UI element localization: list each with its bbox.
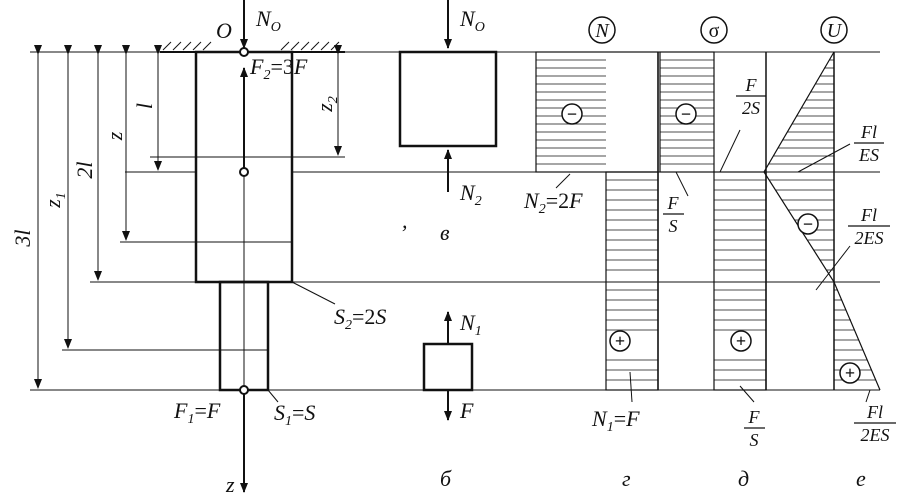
dimension-lines [34, 45, 342, 389]
diagram-sigma-label: д [738, 466, 749, 491]
area-s2-label: S2=2S [334, 304, 386, 333]
u-frac-b-den: 2ES [855, 228, 884, 248]
diagram-n-label: г [622, 466, 631, 491]
u-frac-c-num: Fl [866, 402, 883, 422]
sign-circle [561, 103, 583, 125]
cut-lower-block [422, 342, 474, 392]
leader-sigma-b [675, 171, 689, 197]
u-frac-a-den: ES [858, 145, 879, 165]
cut-lower-top-force: N1 [459, 310, 482, 339]
dim-2l-label: 2l [72, 161, 97, 178]
leader-sigma-a [719, 129, 741, 173]
origin-label: O [216, 18, 232, 43]
sigma-frac-a-num: F [745, 75, 758, 95]
cut-upper-label: в [440, 220, 450, 245]
force-f1-label: F1=F [173, 398, 221, 427]
leader-s1 [267, 389, 279, 403]
diagram-n-value-bottom: N1=F [591, 406, 640, 435]
diagram-n-sign-top: − [567, 104, 577, 124]
diagram-u-title: U [827, 20, 843, 42]
u-frac-a-num: Fl [860, 122, 877, 142]
cut-upper-block [398, 50, 498, 148]
sigma-frac-a-den: 2S [742, 98, 760, 118]
leader-u-b [815, 245, 851, 291]
force-f2-label: F2=3F [249, 54, 308, 83]
u-frac-b-num: Fl [860, 205, 877, 225]
diagram-n-value-top: N2=2F [523, 188, 583, 217]
node-f1 [239, 385, 249, 395]
leader-u-a [797, 143, 851, 173]
diagram-sigma-sign-top: − [681, 104, 691, 124]
diagram-sigma-title: σ [709, 20, 720, 42]
diagram-n-title-circle [588, 16, 616, 44]
diagram-n-body [535, 51, 659, 391]
diagram-sigma-sign-bottom: + [736, 331, 746, 351]
sign-circle [839, 362, 861, 384]
diagram-n-sign-bottom: + [615, 331, 625, 351]
leader-sigma-c [739, 385, 755, 403]
dim-z2-label: z2 [312, 96, 341, 113]
diagram-u-sign-bottom: + [845, 363, 855, 383]
sign-circle [730, 330, 752, 352]
dim-3l-label: 3l [10, 229, 35, 247]
sigma-frac-c-num: F [748, 407, 761, 427]
cut-upper-bottom-force: N2 [459, 180, 482, 209]
node-origin [239, 47, 249, 57]
diagram-sigma-title-circle [700, 16, 728, 44]
u-frac-c-den: 2ES [861, 425, 890, 445]
z-axis-label: z [225, 472, 235, 497]
dim-z1-label: z1 [40, 192, 69, 209]
dim-z-label: z [102, 131, 127, 141]
diagram-u-label: е [856, 466, 866, 491]
diagram-n-title: N [594, 20, 610, 42]
cut-upper-top-force: NO [459, 6, 485, 35]
leader-n1 [629, 371, 633, 403]
node-f2 [239, 167, 249, 177]
diagram-u-sign-top: − [803, 214, 813, 234]
cut-lower-bottom-force: F [459, 398, 474, 423]
support-hatching [160, 41, 345, 53]
dim-l-label: l [132, 103, 157, 109]
sigma-frac-c-den: S [750, 430, 759, 450]
diagram-sigma-body [659, 51, 767, 391]
diagram-u-title-circle [820, 16, 848, 44]
sign-circle [797, 213, 819, 235]
leader-n2 [555, 173, 571, 189]
sign-circle [609, 330, 631, 352]
sigma-frac-b-num: F [667, 193, 680, 213]
sign-circle [675, 103, 697, 125]
stray-mark: , [402, 208, 408, 233]
cut-lower-label: б [440, 466, 452, 491]
leader-u-c [865, 389, 871, 403]
leader-s2 [291, 281, 336, 305]
support-reaction-label: NO [255, 6, 281, 35]
sigma-frac-b-den: S [669, 216, 678, 236]
area-s1-label: S1=S [274, 400, 315, 429]
